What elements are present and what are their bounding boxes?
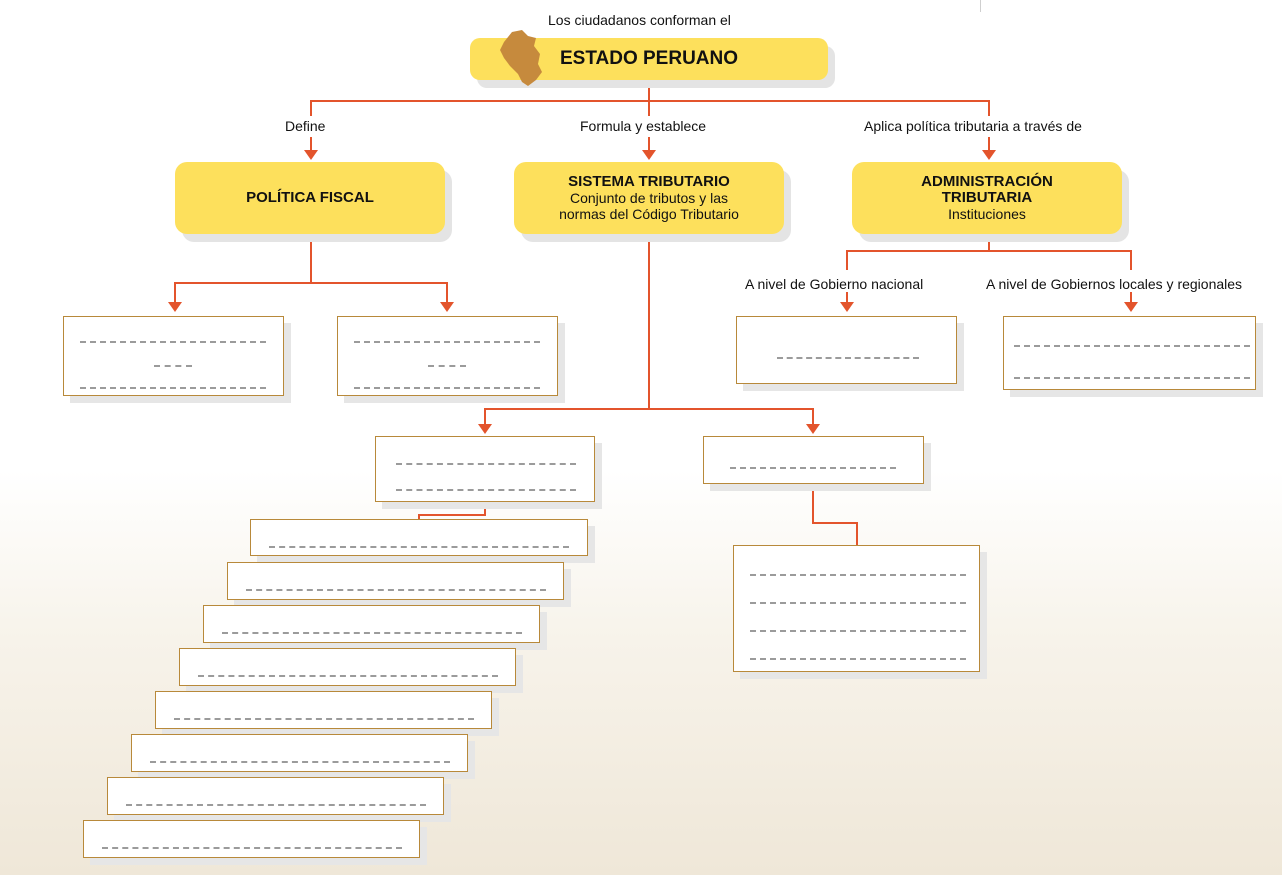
relation-aplica: Aplica política tributaria a través de xyxy=(864,118,1082,134)
politica-fiscal-title: POLÍTICA FISCAL xyxy=(246,189,374,206)
sistema-tributario-subtitle-2: normas del Código Tributario xyxy=(559,206,739,222)
staircase-box-7[interactable] xyxy=(107,777,444,815)
blank-line[interactable] xyxy=(396,489,576,491)
blank-line[interactable] xyxy=(750,574,966,576)
blank-line[interactable] xyxy=(246,589,546,591)
blank-line[interactable] xyxy=(126,804,426,806)
blank-line[interactable] xyxy=(354,387,540,389)
estado-peruano-title: ESTADO PERUANO xyxy=(559,48,739,69)
blank-line[interactable] xyxy=(154,365,192,367)
blank-line[interactable] xyxy=(750,658,966,660)
sistema-tributario-box: SISTEMA TRIBUTARIO Conjunto de tributos … xyxy=(514,162,784,234)
administracion-title-2: TRIBUTARIA xyxy=(941,189,1033,206)
blank-line[interactable] xyxy=(222,632,522,634)
blank-line[interactable] xyxy=(1014,377,1250,379)
administracion-tributaria-box: ADMINISTRACIÓN TRIBUTARIA Instituciones xyxy=(852,162,1122,234)
blank-line[interactable] xyxy=(102,847,402,849)
answer-box-sistema-left[interactable] xyxy=(375,436,595,502)
sistema-tributario-subtitle-1: Conjunto de tributos y las xyxy=(570,190,728,206)
answer-box-nacional[interactable] xyxy=(736,316,957,384)
blank-line[interactable] xyxy=(80,341,266,343)
administracion-title-1: ADMINISTRACIÓN xyxy=(921,173,1053,190)
staircase-box-4[interactable] xyxy=(179,648,516,686)
administracion-subtitle: Instituciones xyxy=(948,206,1026,222)
relation-define: Define xyxy=(285,118,326,134)
politica-fiscal-box: POLÍTICA FISCAL xyxy=(175,162,445,234)
blank-line[interactable] xyxy=(150,761,450,763)
blank-line[interactable] xyxy=(269,546,569,548)
blank-line[interactable] xyxy=(1014,345,1250,347)
blank-line[interactable] xyxy=(198,675,498,677)
blank-line[interactable] xyxy=(396,463,576,465)
blank-line[interactable] xyxy=(777,357,919,359)
level-locales: A nivel de Gobiernos locales y regionale… xyxy=(986,276,1243,292)
blank-line[interactable] xyxy=(750,630,966,632)
blank-line[interactable] xyxy=(428,365,466,367)
peru-map-icon xyxy=(500,30,542,86)
staircase-box-2[interactable] xyxy=(227,562,564,600)
sistema-tributario-title: SISTEMA TRIBUTARIO xyxy=(568,173,730,190)
answer-box-sistema-right[interactable] xyxy=(703,436,924,484)
answer-box-tall[interactable] xyxy=(733,545,980,672)
relation-formula: Formula y establece xyxy=(580,118,707,134)
staircase-box-8[interactable] xyxy=(83,820,420,858)
blank-line[interactable] xyxy=(80,387,266,389)
blank-line[interactable] xyxy=(750,602,966,604)
blank-line[interactable] xyxy=(730,467,896,469)
level-nacional: A nivel de Gobierno nacional xyxy=(745,276,924,292)
answer-box-locales[interactable] xyxy=(1003,316,1256,390)
top-caption: Los ciudadanos conforman el xyxy=(548,12,731,28)
staircase-box-5[interactable] xyxy=(155,691,492,729)
answer-box-politica-1[interactable] xyxy=(63,316,284,396)
blank-line[interactable] xyxy=(174,718,474,720)
staircase-box-6[interactable] xyxy=(131,734,468,772)
blank-line[interactable] xyxy=(354,341,540,343)
corner-rule xyxy=(980,0,981,12)
staircase-box-1[interactable] xyxy=(250,519,588,556)
answer-box-politica-2[interactable] xyxy=(337,316,558,396)
staircase-box-3[interactable] xyxy=(203,605,540,643)
